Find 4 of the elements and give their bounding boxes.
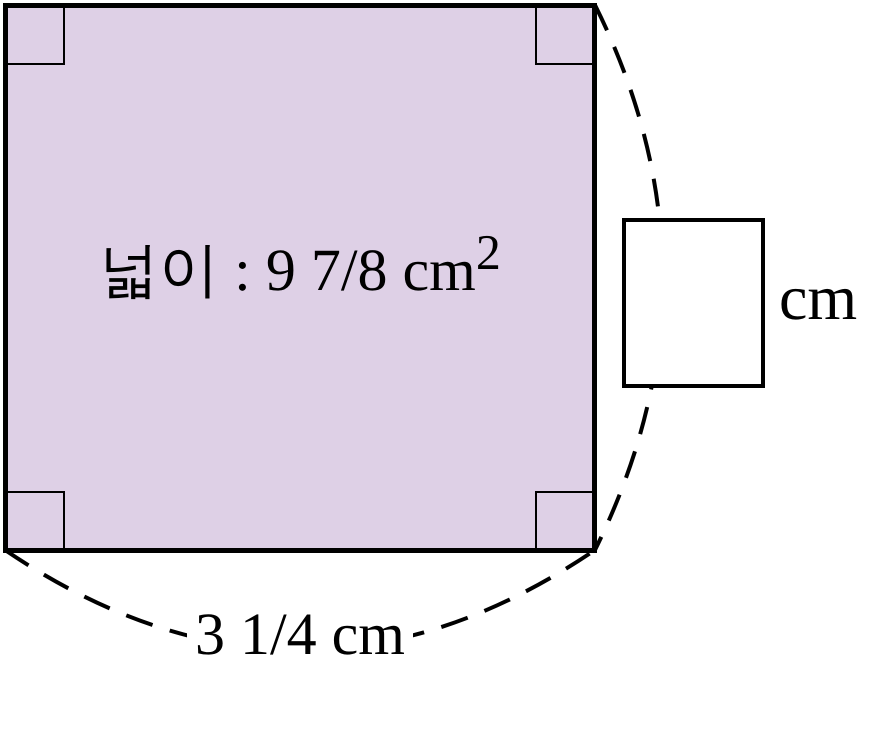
- answer-box: [622, 218, 765, 388]
- rectangle: [3, 3, 597, 553]
- area-label: 넓이 : 9 7/8 cm$^{2}$: [98, 223, 502, 305]
- unit-label: cm: [779, 261, 858, 335]
